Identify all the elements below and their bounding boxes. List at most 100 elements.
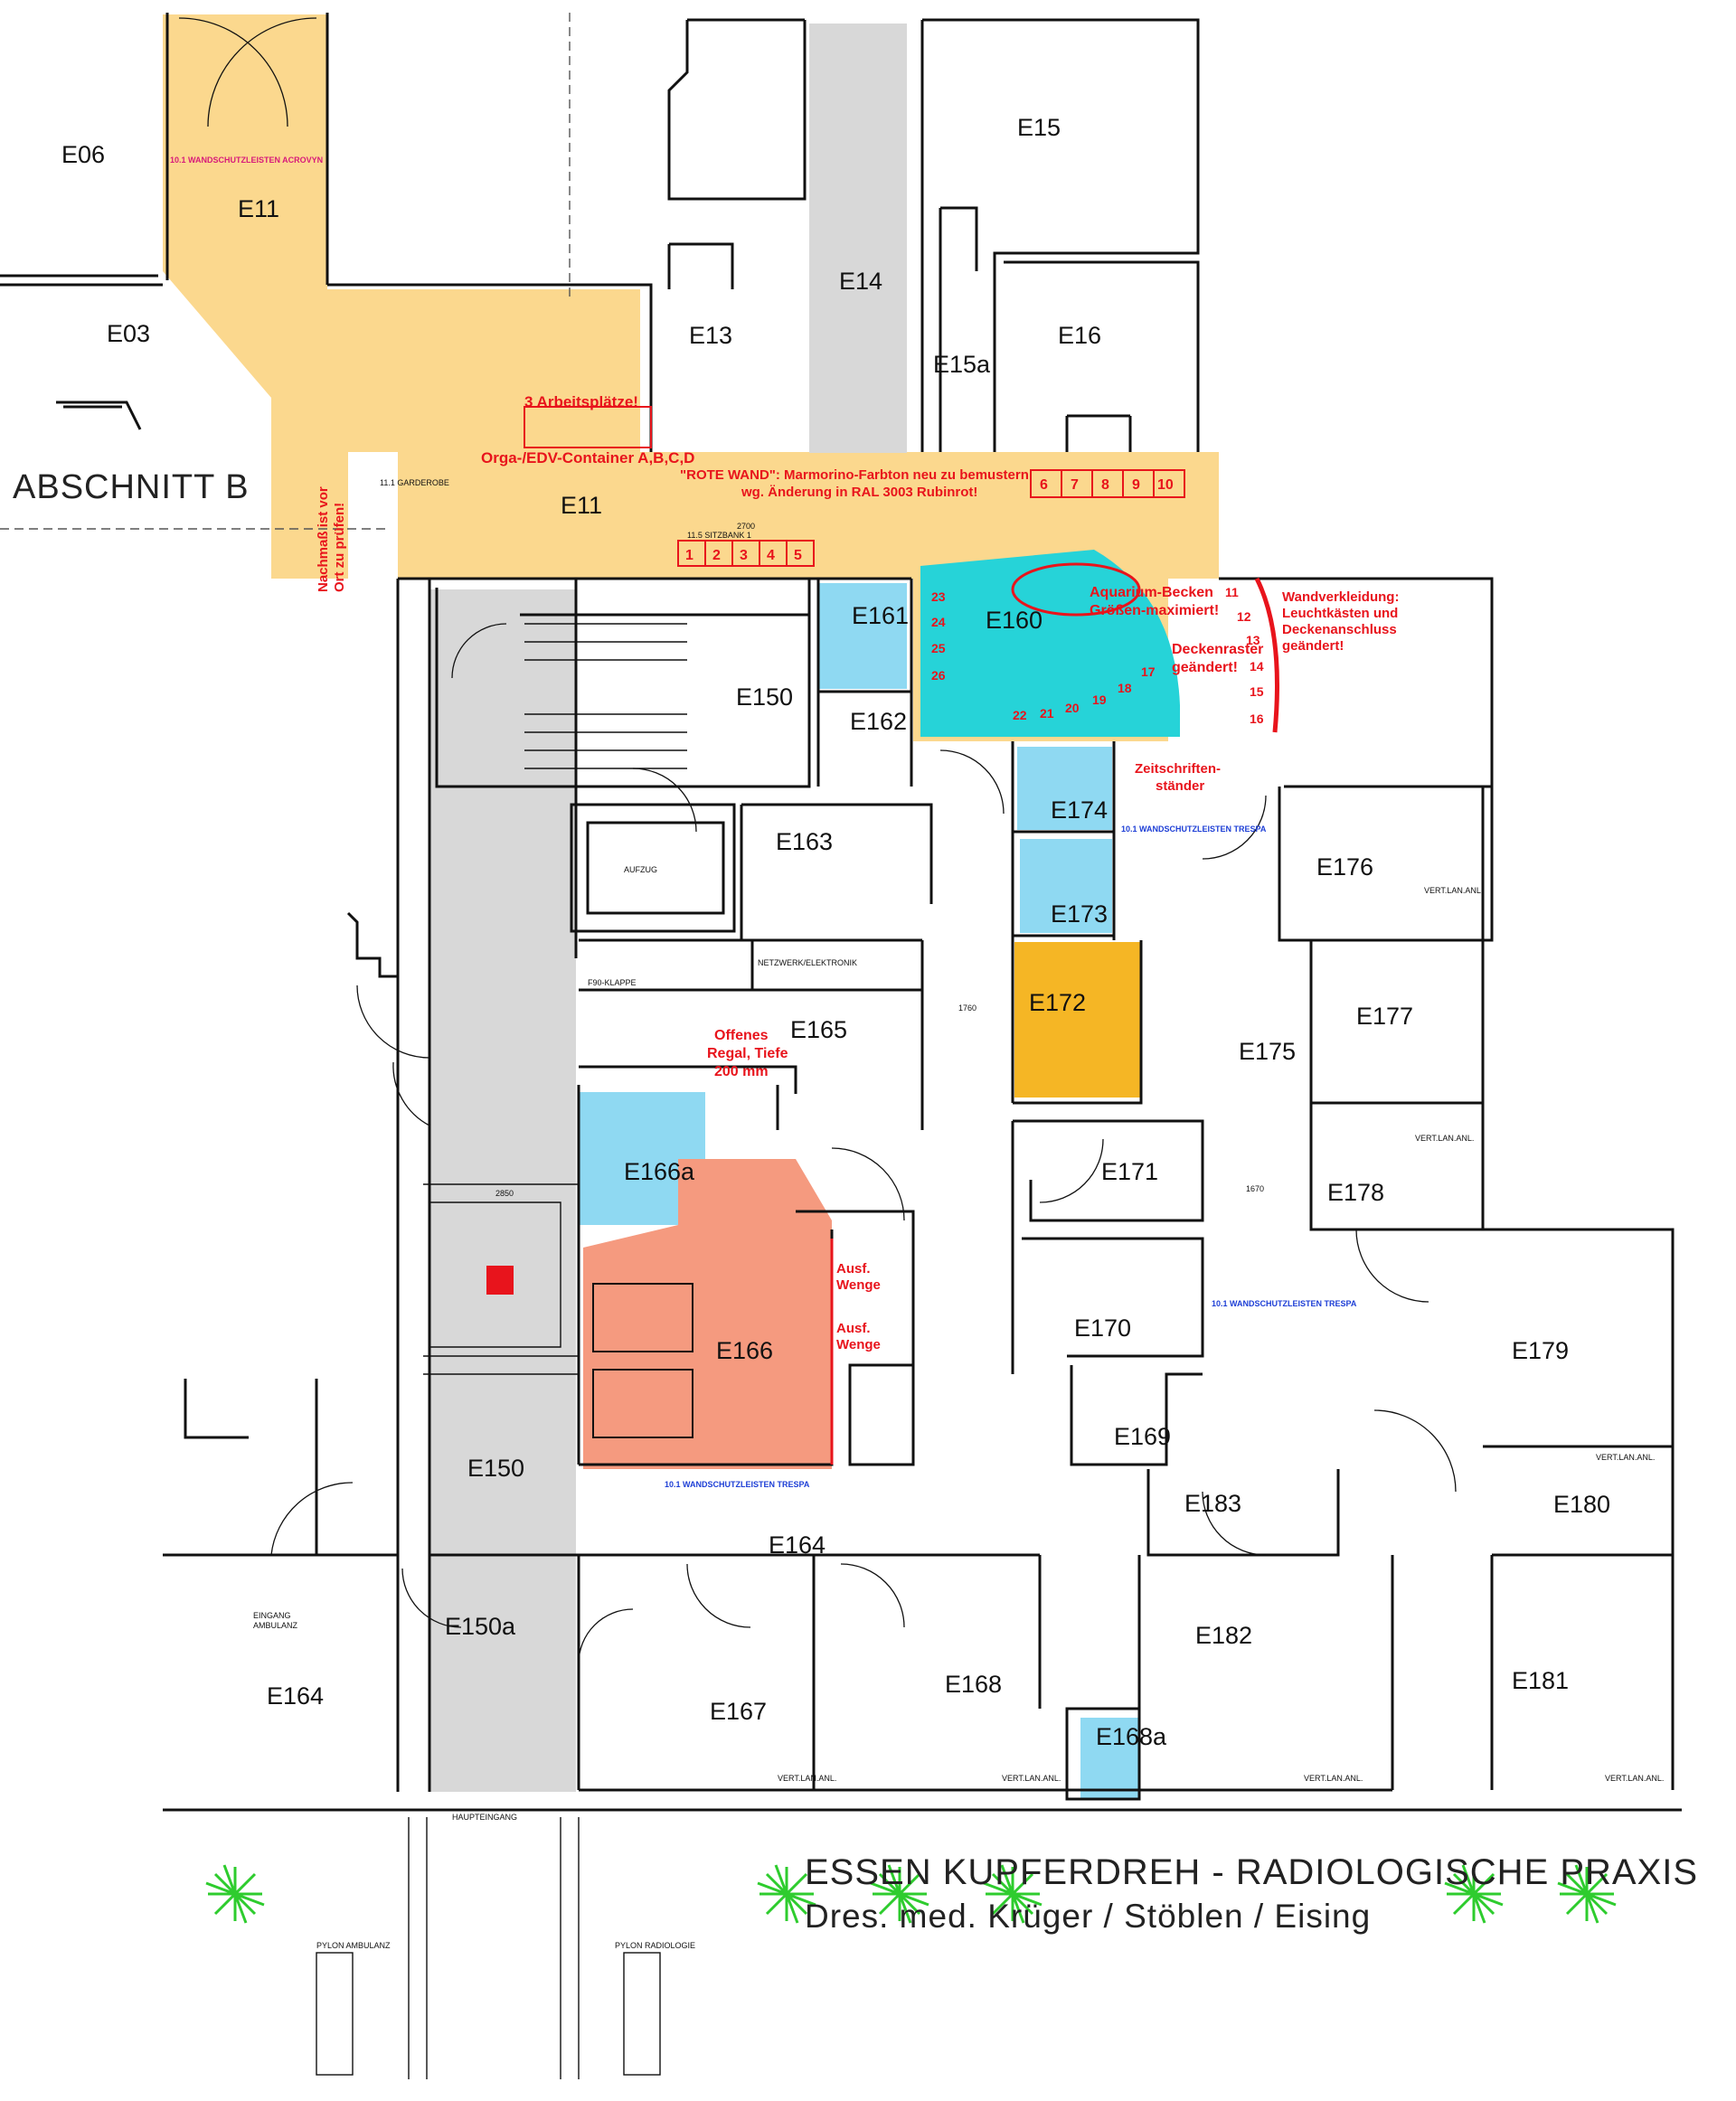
seat-3: 3 xyxy=(740,548,748,563)
note-zeitschriften-1: Zeitschriften- xyxy=(1135,761,1221,777)
room-e172: E172 xyxy=(1029,989,1086,1016)
room-e182: E182 xyxy=(1195,1622,1252,1649)
note-container: Orga-/EDV-Container A,B,C,D xyxy=(481,449,694,466)
note-zeitschriften-2: ständer xyxy=(1156,778,1204,794)
bed-1 xyxy=(592,1283,693,1352)
room-e166: E166 xyxy=(716,1337,773,1364)
seat-18: 18 xyxy=(1118,681,1132,695)
note-wandverkleidung-3: Deckenanschluss xyxy=(1282,622,1397,637)
zone-e174 xyxy=(1017,747,1112,830)
seat-arc: 11 12 13 14 15 16 17 18 19 20 21 22 23 2… xyxy=(931,585,1264,726)
room-e175: E175 xyxy=(1239,1038,1296,1065)
seat-13: 13 xyxy=(1246,633,1260,647)
room-e03: E03 xyxy=(107,320,150,347)
small-labels: F90-KLAPPE NETZWERK/ELEKTRONIK AUFZUG HA… xyxy=(170,155,1664,1950)
seat-6: 6 xyxy=(1040,477,1048,493)
note-deckenraster-1: Deckenraster xyxy=(1172,642,1263,657)
title-block: ESSEN KUPFERDREH - RADIOLOGISCHE PRAXIS … xyxy=(805,1850,1698,1938)
label-vert-5: VERT.LAN.ANL. xyxy=(1002,1774,1061,1783)
room-e174: E174 xyxy=(1051,796,1108,824)
room-e179: E179 xyxy=(1512,1337,1569,1364)
room-e06: E06 xyxy=(61,141,105,168)
doors xyxy=(178,17,1457,1664)
seat-22: 22 xyxy=(1013,708,1027,722)
room-e15: E15 xyxy=(1017,114,1061,141)
label-pylon-ambulanz: PYLON AMBULANZ xyxy=(316,1941,391,1950)
room-e168a: E168a xyxy=(1096,1723,1167,1750)
note-wandverkleidung-1: Wandverkleidung: xyxy=(1282,589,1399,605)
zone-e166 xyxy=(583,1159,832,1469)
zone-e166a xyxy=(579,1092,705,1225)
zone-e161 xyxy=(818,583,907,689)
label-vert-1: VERT.LAN.ANL. xyxy=(1424,886,1483,895)
label-aufzug: AUFZUG xyxy=(624,865,657,874)
room-e11: E11 xyxy=(238,195,279,222)
red-wall-accent xyxy=(1254,577,1279,733)
room-e183: E183 xyxy=(1184,1490,1241,1517)
label-vert-4: VERT.LAN.ANL. xyxy=(778,1774,836,1783)
note-deckenraster-2: geändert! xyxy=(1172,660,1238,675)
annotations: 3 Arbeitsplätze! Orga-/EDV-Container A,B… xyxy=(316,393,1399,1352)
label-haupteingang: HAUPTEINGANG xyxy=(452,1813,517,1822)
room-e178: E178 xyxy=(1327,1179,1384,1206)
label-sitzbank: 11.5 SITZBANK 1 xyxy=(687,531,751,540)
label-netzwerk: NETZWERK/ELEKTRONIK xyxy=(758,958,857,967)
room-e180: E180 xyxy=(1553,1491,1610,1518)
seat-15: 15 xyxy=(1250,684,1264,699)
plants xyxy=(205,1864,1617,1924)
note-wenge-1b: Ausf. xyxy=(836,1321,871,1336)
note-wandverkleidung-4: geändert! xyxy=(1282,638,1344,654)
zone-reception xyxy=(163,14,1219,741)
room-e161: E161 xyxy=(852,602,909,629)
label-vert-3: VERT.LAN.ANL. xyxy=(1596,1453,1655,1462)
seat-23: 23 xyxy=(931,589,946,604)
room-e15a: E15a xyxy=(933,351,991,378)
label-vert-2: VERT.LAN.ANL. xyxy=(1415,1134,1474,1143)
dim-1670: 1670 xyxy=(1246,1184,1264,1193)
zone-e150-grey xyxy=(429,589,576,1792)
label-vert-6: VERT.LAN.ANL. xyxy=(1304,1774,1363,1783)
seat-10: 10 xyxy=(1157,477,1174,493)
room-e13: E13 xyxy=(689,322,732,349)
room-e150: E150 xyxy=(736,683,793,711)
zone-e168a xyxy=(1080,1718,1139,1799)
room-e162: E162 xyxy=(850,708,907,735)
red-container xyxy=(524,406,652,448)
note-wenge-2b: Wenge xyxy=(836,1337,881,1352)
note-regal-3: 200 mm xyxy=(714,1064,769,1079)
room-labels: E06 E03 E11 E11 E13 E14 E15 E15a E16 E15… xyxy=(61,114,1610,1750)
seat-5: 5 xyxy=(794,548,802,563)
label-wandschutz-e166: 10.1 WANDSCHUTZLEISTEN TRESPA xyxy=(665,1480,810,1489)
room-e167: E167 xyxy=(710,1698,767,1725)
dim-1760: 1760 xyxy=(958,1003,976,1013)
seat-1: 1 xyxy=(685,548,693,563)
note-wenge-2a: Wenge xyxy=(836,1277,881,1293)
note-aquarium-2: Größen-maximiert! xyxy=(1090,603,1219,618)
seat-row-2: 6 7 8 9 10 xyxy=(1030,469,1185,498)
seat-16: 16 xyxy=(1250,711,1264,726)
room-e171: E171 xyxy=(1101,1158,1158,1185)
seat-8: 8 xyxy=(1101,477,1109,493)
room-e150a: E150a xyxy=(445,1613,516,1640)
info-portal-red xyxy=(486,1266,514,1295)
room-e173: E173 xyxy=(1051,900,1108,928)
room-e177: E177 xyxy=(1356,1003,1413,1030)
dim-2700: 2700 xyxy=(737,522,755,531)
room-e14: E14 xyxy=(839,268,882,295)
label-eingang: EINGANG xyxy=(253,1611,291,1620)
seat-19: 19 xyxy=(1092,692,1107,707)
aquarium xyxy=(1011,562,1141,617)
label-wandschutz-e170: 10.1 WANDSCHUTZLEISTEN TRESPA xyxy=(1212,1299,1357,1308)
note-regal-2: Regal, Tiefe xyxy=(707,1046,788,1061)
note-nachmass-1: Nachmaß ist vor xyxy=(316,486,331,592)
room-e168: E168 xyxy=(945,1671,1002,1698)
section-label: ABSCHNITT B xyxy=(13,468,250,506)
room-e150-lower: E150 xyxy=(467,1455,524,1482)
label-acrovyn: 10.1 WANDSCHUTZLEISTEN ACROVYN xyxy=(170,155,323,165)
note-arbeitsplaetze: 3 Arbeitsplätze! xyxy=(524,393,638,410)
seat-24: 24 xyxy=(931,615,946,629)
zone-e14-grey xyxy=(809,24,907,453)
label-ambulanz: AMBULANZ xyxy=(253,1621,298,1630)
dim-2850: 2850 xyxy=(495,1189,514,1198)
